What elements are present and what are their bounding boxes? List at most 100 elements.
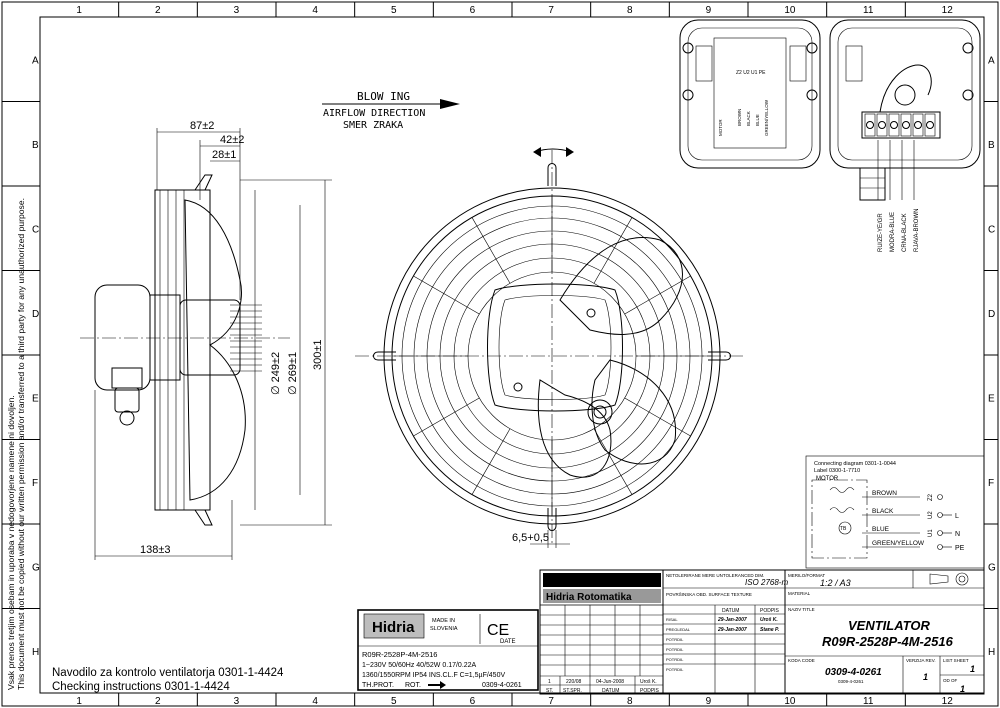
- version-label: VERZIJA REV.: [906, 658, 936, 663]
- side-notice-line-1: Vsak prenos tretjim osebam in uporaba v …: [6, 395, 16, 690]
- scale-label: MERILO/FORMAT: [788, 573, 825, 578]
- plate-spec-2: 1360/1550RPM IP54 INS.CL.F C=1,5µF/450V: [362, 672, 505, 679]
- plate-spec-3c: 0309-4-0261: [482, 682, 522, 689]
- diagram-motor-label: MOTOR: [816, 476, 839, 482]
- wire-name-0: BROWN: [872, 490, 897, 497]
- plate-spec-3b: ROT.: [405, 682, 421, 689]
- grid-col-bottom-5: 5: [391, 696, 397, 707]
- title-brand-sub: Hidria Rotomatika: [546, 592, 632, 603]
- rev-header-datum: DATUM: [602, 688, 619, 694]
- plate-date: DATE: [500, 639, 516, 645]
- surface-label: POVRŠINSKA OBD. SURFACE TEXTURE: [666, 591, 752, 597]
- grid-col-top-1: 1: [76, 5, 82, 16]
- terminal-label-1: MODRA-BLUE: [890, 212, 896, 252]
- rev-stspr: 220/08: [566, 679, 582, 685]
- grid-col-top-2: 2: [155, 5, 161, 16]
- rev-header-st: ST.: [546, 688, 553, 694]
- grid-col-bottom-2: 2: [155, 696, 161, 707]
- grid-col-bottom-8: 8: [627, 696, 633, 707]
- grid-col-top-6: 6: [470, 5, 476, 16]
- grid-col-top-12: 12: [942, 5, 954, 16]
- svg-text:GREEN/YELLOW: GREEN/YELLOW: [764, 99, 769, 136]
- diagram-title-2: Label 0300-1-7710: [814, 468, 860, 474]
- plate-country: SLOVENIA: [430, 626, 458, 632]
- diagram-tb-label: TB: [840, 526, 847, 532]
- grid-col-top-9: 9: [706, 5, 712, 16]
- dim-28: 28±1: [212, 149, 236, 161]
- plate-spec-1: 1~230V 50/60Hz 40/52W 0.17/0.22A: [362, 662, 477, 669]
- wire-term-0: Z2: [928, 493, 934, 501]
- tb-row-label-4: POTRDIL: [666, 657, 684, 662]
- grid-col-bottom-11: 11: [863, 696, 874, 707]
- diagram-title-1: Connecting diagram 0301-1-0044: [814, 461, 896, 467]
- dim-42: 42±2: [220, 134, 244, 146]
- dim-269: ∅ 269±1: [287, 352, 299, 395]
- grid-col-top-7: 7: [548, 5, 554, 16]
- terminal-label-3: RJAVA-BROWN: [914, 209, 920, 252]
- grid-col-bottom-9: 9: [706, 696, 712, 707]
- grid-col-bottom-3: 3: [234, 696, 240, 707]
- grid-row-left-B: B: [32, 140, 39, 151]
- grid-row-right-F: F: [988, 478, 994, 489]
- tb-row-sign-1: Stane P.: [760, 627, 779, 633]
- tb-row-label-5: POTRDIL: [666, 667, 684, 672]
- wire-line-1: L: [955, 513, 959, 520]
- grid-row-right-D: D: [988, 309, 995, 320]
- grid-col-bottom-1: 1: [76, 696, 82, 707]
- drawing-name-2: R09R-2528P-4M-2516: [822, 634, 954, 649]
- tb-row-label-0: RISAL: [666, 617, 678, 622]
- grid-row-right-G: G: [988, 562, 996, 573]
- title-brand: Hidria: [546, 575, 578, 587]
- plate-made-in: MADE IN: [432, 618, 455, 624]
- sign-header: PODPIS: [760, 608, 780, 614]
- rev-datum: 04-Jun-2008: [596, 679, 624, 685]
- dim-300: 300±1: [312, 339, 324, 370]
- grid-col-bottom-4: 4: [312, 696, 318, 707]
- wire-name-1: BLACK: [872, 508, 894, 515]
- plate-model: R09R-2528P-4M-2516: [362, 650, 437, 659]
- terminal-label-2: CRNA-BLACK: [902, 213, 908, 252]
- rev-header-podpis: PODPIS: [640, 688, 660, 694]
- sheet-value: 1: [970, 664, 975, 674]
- wire-name-3: GREEN/YELLOW: [872, 540, 925, 547]
- grid-col-top-11: 11: [863, 5, 874, 16]
- version-value: 1: [923, 672, 928, 682]
- side-view-dimensions: 87±2 42±2 28±1 ∅ 249±2 ∅ 269±1 300±1 138…: [94, 120, 332, 560]
- rev-header-stspr: ST.SPR.: [563, 688, 582, 694]
- title-block: Hidria Hidria Rotomatika NETOLERIRANE ME…: [539, 569, 985, 695]
- dim-6-5: 6,5+0,5: [512, 532, 549, 544]
- side-notice: Vsak prenos tretjim osebam in uporaba v …: [6, 198, 26, 690]
- tb-row-label-2: POTRDIL: [666, 637, 684, 642]
- of-value: 1: [960, 684, 965, 694]
- airflow-word-2: AIRFLOW DIRECTION: [323, 108, 425, 119]
- code-label: KODA CODE: [788, 658, 815, 663]
- of-label: OD OF: [943, 678, 958, 683]
- drawing-name-1: VENTILATOR: [848, 618, 930, 633]
- plate-ce: CE: [487, 622, 509, 639]
- grid-row-right-B: B: [988, 140, 995, 151]
- tb-row-label-3: POTRDIL: [666, 647, 684, 652]
- wire-line-2: N: [955, 531, 960, 538]
- grid-col-top-8: 8: [627, 5, 633, 16]
- grid-row-left-D: D: [32, 309, 39, 320]
- dim-138: 138±3: [140, 544, 171, 556]
- tb-row-date-1: 29-Jan-2007: [717, 627, 747, 633]
- grid-row-left-A: A: [32, 55, 39, 66]
- grid-col-bottom-6: 6: [470, 696, 476, 707]
- grid-row-right-C: C: [988, 224, 995, 235]
- wire-term-2: U1: [928, 529, 934, 537]
- airflow-word-3: SMER ZRAKA: [343, 120, 403, 131]
- checking-instructions: Navodilo za kontrolo ventilatorja 0301-1…: [52, 667, 284, 693]
- side-notice-line-2: This document must not be copied without…: [16, 198, 26, 690]
- grid-col-bottom-10: 10: [784, 696, 796, 707]
- grid-col-top-10: 10: [784, 5, 796, 16]
- svg-text:Z2 U2 U1 PE: Z2 U2 U1 PE: [736, 70, 766, 76]
- svg-text:MOTOR: MOTOR: [718, 119, 723, 136]
- wire-term-1: U2: [928, 511, 934, 519]
- code-sub: 0309-4-0261: [838, 679, 864, 684]
- grid-row-right-A: A: [988, 55, 995, 66]
- connection-diagram: Connecting diagram 0301-1-0044 Label 030…: [805, 455, 985, 569]
- grid-row-left-G: G: [32, 562, 40, 573]
